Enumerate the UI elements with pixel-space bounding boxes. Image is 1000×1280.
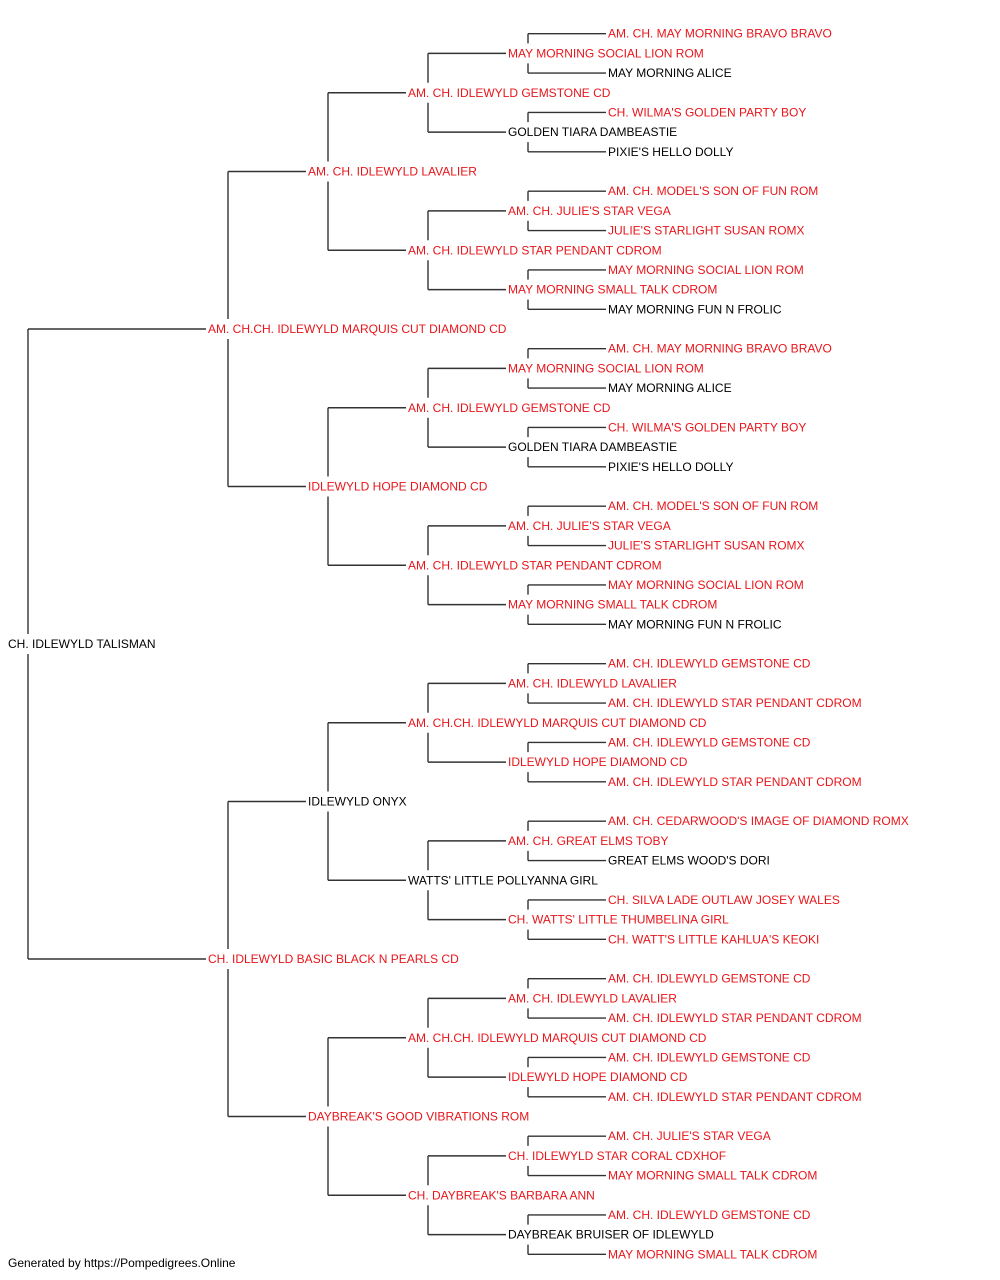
dog-name-gen4[interactable]: GOLDEN TIARA DAMBEASTIE xyxy=(508,125,677,139)
dog-name-gen5[interactable]: CH. WILMA'S GOLDEN PARTY BOY xyxy=(608,105,806,119)
dog-name-gen4[interactable]: MAY MORNING SMALL TALK CDROM xyxy=(508,283,717,297)
dog-name-gen2[interactable]: IDLEWYLD ONYX xyxy=(308,795,407,809)
dog-name-gen5[interactable]: MAY MORNING FUN N FROLIC xyxy=(608,302,782,316)
dog-name-gen4[interactable]: MAY MORNING SMALL TALK CDROM xyxy=(508,598,717,612)
dog-name-gen4[interactable]: MAY MORNING SOCIAL LION ROM xyxy=(508,46,704,60)
dog-name-gen4[interactable]: MAY MORNING SOCIAL LION ROM xyxy=(508,361,704,375)
dog-name-gen2[interactable]: AM. CH. IDLEWYLD LAVALIER xyxy=(308,165,477,179)
dog-name-gen3[interactable]: AM. CH. IDLEWYLD STAR PENDANT CDROM xyxy=(408,558,662,572)
dog-name-gen5[interactable]: MAY MORNING FUN N FROLIC xyxy=(608,617,782,631)
dog-name-gen4[interactable]: CH. WATTS' LITTLE THUMBELINA GIRL xyxy=(508,913,729,927)
dog-name-gen3[interactable]: AM. CH.CH. IDLEWYLD MARQUIS CUT DIAMOND … xyxy=(408,1031,707,1045)
dog-name-gen5[interactable]: JULIE'S STARLIGHT SUSAN ROMX xyxy=(608,539,805,553)
dog-name-gen5[interactable]: AM. CH. MAY MORNING BRAVO BRAVO xyxy=(608,27,832,41)
dog-name-gen5[interactable]: AM. CH. IDLEWYLD STAR PENDANT CDROM xyxy=(608,1090,862,1104)
dog-name-gen4[interactable]: CH. IDLEWYLD STAR CORAL CDXHOF xyxy=(508,1149,726,1163)
dog-name-gen5[interactable]: PIXIE'S HELLO DOLLY xyxy=(608,145,733,159)
dog-name-gen5[interactable]: AM. CH. MODEL'S SON OF FUN ROM xyxy=(608,184,818,198)
dog-name-gen5[interactable]: AM. CH. IDLEWYLD STAR PENDANT CDROM xyxy=(608,696,862,710)
dog-name-gen5[interactable]: CH. WATT'S LITTLE KAHLUA'S KEOKI xyxy=(608,932,819,946)
dog-name-gen4[interactable]: DAYBREAK BRUISER OF IDLEWYLD xyxy=(508,1228,714,1242)
dog-name-gen3[interactable]: WATTS' LITTLE POLLYANNA GIRL xyxy=(408,873,598,887)
dog-name-gen0[interactable]: CH. IDLEWYLD TALISMAN xyxy=(8,637,156,651)
dog-name-gen4[interactable]: AM. CH. IDLEWYLD LAVALIER xyxy=(508,991,677,1005)
dog-name-gen1[interactable]: CH. IDLEWYLD BASIC BLACK N PEARLS CD xyxy=(208,952,459,966)
dog-name-gen5[interactable]: MAY MORNING SMALL TALK CDROM xyxy=(608,1247,817,1261)
dog-name-gen5[interactable]: MAY MORNING SMALL TALK CDROM xyxy=(608,1169,817,1183)
dog-name-gen4[interactable]: AM. CH. GREAT ELMS TOBY xyxy=(508,834,668,848)
dog-name-gen3[interactable]: AM. CH. IDLEWYLD GEMSTONE CD xyxy=(408,86,611,100)
dog-name-gen4[interactable]: AM. CH. JULIE'S STAR VEGA xyxy=(508,204,671,218)
dog-name-gen5[interactable]: MAY MORNING SOCIAL LION ROM xyxy=(608,263,804,277)
dog-name-gen5[interactable]: AM. CH. IDLEWYLD STAR PENDANT CDROM xyxy=(608,775,862,789)
dog-name-gen3[interactable]: AM. CH. IDLEWYLD STAR PENDANT CDROM xyxy=(408,243,662,257)
dog-name-gen3[interactable]: AM. CH. IDLEWYLD GEMSTONE CD xyxy=(408,401,611,415)
dog-name-gen5[interactable]: MAY MORNING ALICE xyxy=(608,381,732,395)
dog-name-gen2[interactable]: DAYBREAK'S GOOD VIBRATIONS ROM xyxy=(308,1110,529,1124)
dog-name-gen5[interactable]: AM. CH. IDLEWYLD GEMSTONE CD xyxy=(608,657,811,671)
dog-name-gen4[interactable]: IDLEWYLD HOPE DIAMOND CD xyxy=(508,755,688,769)
dog-name-gen5[interactable]: AM. CH. MODEL'S SON OF FUN ROM xyxy=(608,499,818,513)
dog-name-gen5[interactable]: GREAT ELMS WOOD'S DORI xyxy=(608,854,770,868)
dog-name-gen5[interactable]: AM. CH. IDLEWYLD GEMSTONE CD xyxy=(608,1208,811,1222)
dog-name-gen5[interactable]: AM. CH. MAY MORNING BRAVO BRAVO xyxy=(608,342,832,356)
dog-name-gen5[interactable]: JULIE'S STARLIGHT SUSAN ROMX xyxy=(608,224,805,238)
dog-name-gen5[interactable]: AM. CH. CEDARWOOD'S IMAGE OF DIAMOND ROM… xyxy=(608,814,909,828)
dog-name-gen4[interactable]: GOLDEN TIARA DAMBEASTIE xyxy=(508,440,677,454)
dog-name-gen5[interactable]: PIXIE'S HELLO DOLLY xyxy=(608,460,733,474)
dog-name-gen2[interactable]: IDLEWYLD HOPE DIAMOND CD xyxy=(308,480,488,494)
footer-credit: Generated by https://Pompedigrees.Online xyxy=(8,1256,236,1270)
dog-name-gen4[interactable]: IDLEWYLD HOPE DIAMOND CD xyxy=(508,1070,688,1084)
dog-name-gen5[interactable]: AM. CH. IDLEWYLD GEMSTONE CD xyxy=(608,972,811,986)
dog-name-gen4[interactable]: AM. CH. JULIE'S STAR VEGA xyxy=(508,519,671,533)
dog-name-gen4[interactable]: AM. CH. IDLEWYLD LAVALIER xyxy=(508,676,677,690)
dog-name-gen5[interactable]: MAY MORNING ALICE xyxy=(608,66,732,80)
dog-name-gen5[interactable]: MAY MORNING SOCIAL LION ROM xyxy=(608,578,804,592)
dog-name-gen5[interactable]: AM. CH. JULIE'S STAR VEGA xyxy=(608,1129,771,1143)
dog-name-gen5[interactable]: AM. CH. IDLEWYLD GEMSTONE CD xyxy=(608,735,811,749)
dog-name-gen1[interactable]: AM. CH.CH. IDLEWYLD MARQUIS CUT DIAMOND … xyxy=(208,322,507,336)
dog-name-gen5[interactable]: AM. CH. IDLEWYLD STAR PENDANT CDROM xyxy=(608,1011,862,1025)
dog-name-gen5[interactable]: AM. CH. IDLEWYLD GEMSTONE CD xyxy=(608,1050,811,1064)
dog-name-gen5[interactable]: CH. SILVA LADE OUTLAW JOSEY WALES xyxy=(608,893,840,907)
dog-name-gen3[interactable]: AM. CH.CH. IDLEWYLD MARQUIS CUT DIAMOND … xyxy=(408,716,707,730)
dog-name-gen3[interactable]: CH. DAYBREAK'S BARBARA ANN xyxy=(408,1188,595,1202)
dog-name-gen5[interactable]: CH. WILMA'S GOLDEN PARTY BOY xyxy=(608,420,806,434)
